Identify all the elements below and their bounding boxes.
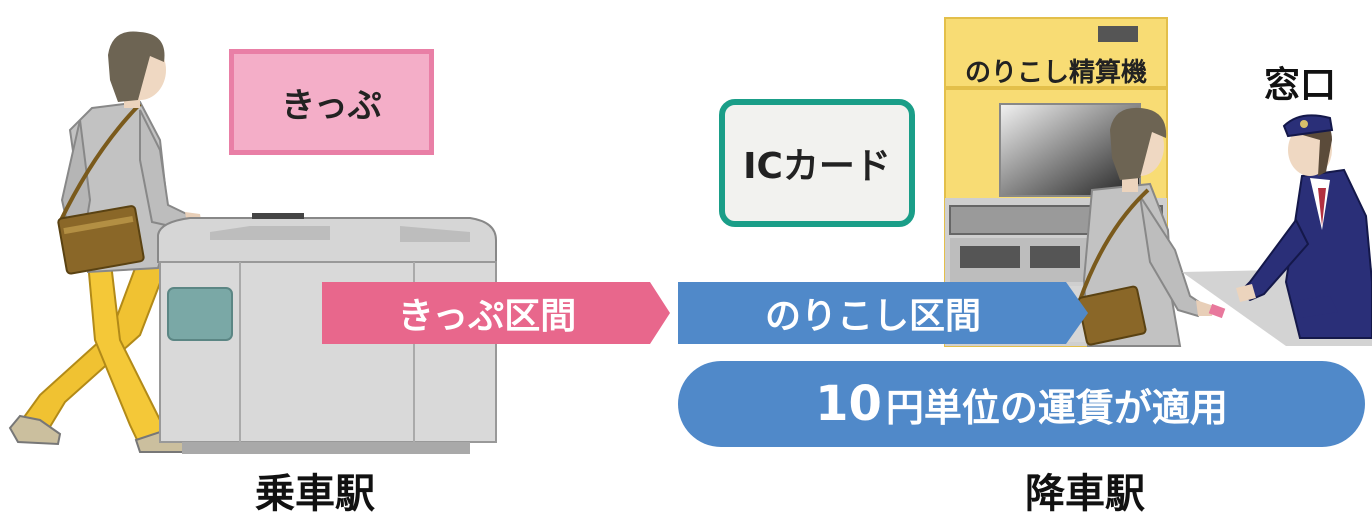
override-section-label: のりこし区間	[764, 296, 981, 337]
ic-card-badge: ICカード	[719, 99, 915, 227]
ticket-section-arrow	[322, 282, 670, 344]
boarding-station-label: 乗車駅	[255, 471, 375, 517]
ticket-section-label: きっぷ区間	[397, 296, 577, 337]
alighting-station-label: 降車駅	[1025, 471, 1145, 517]
fare-unit-number: 10	[815, 376, 882, 432]
ticket-window-label: 窓口	[1263, 65, 1336, 106]
override-section-arrow	[678, 282, 1088, 344]
ticket-badge: きっぷ	[229, 49, 434, 155]
fare-rule-banner: 10 円単位の運賃が適用	[678, 361, 1365, 447]
fare-rule-text: 円単位の運賃が適用	[885, 385, 1228, 430]
station-staff	[1236, 114, 1372, 339]
walking-passenger	[8, 31, 202, 453]
fare-machine-label: のりこし精算機	[964, 57, 1147, 88]
passenger-at-machine	[1077, 107, 1226, 347]
